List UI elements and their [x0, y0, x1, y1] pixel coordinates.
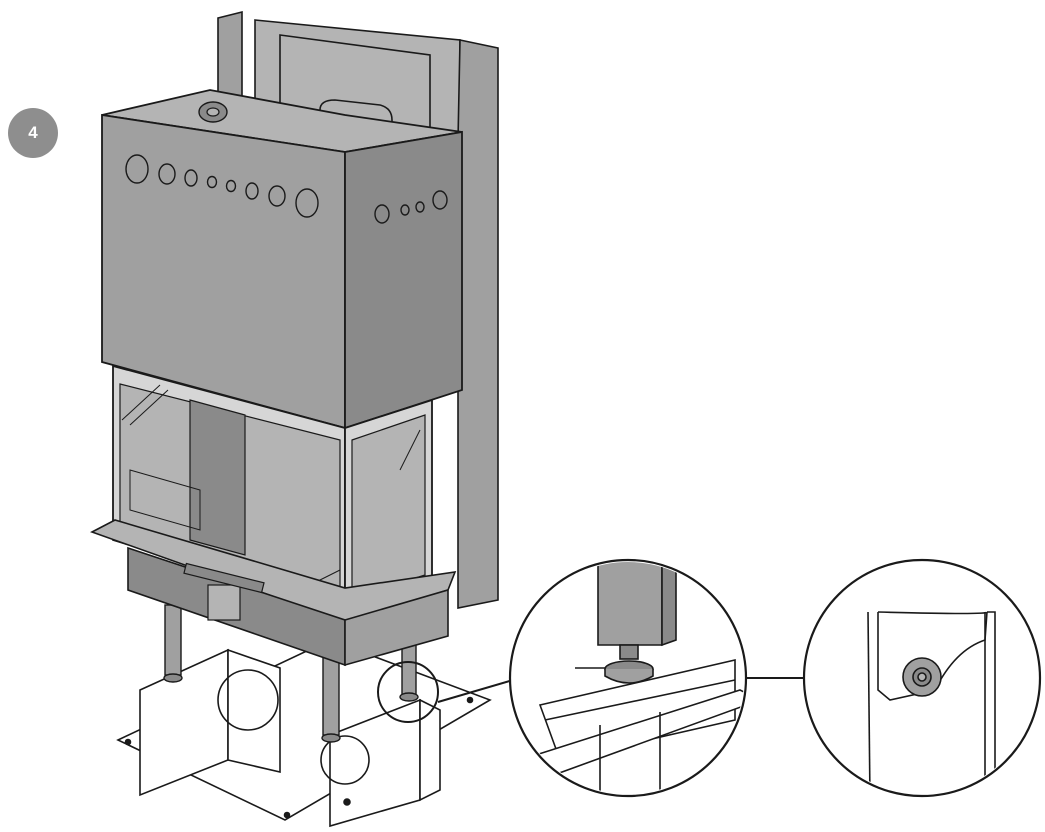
step-number-badge: 4 — [8, 108, 58, 158]
adjustable-foot-detail-view — [508, 558, 748, 798]
detail-callout-circle — [377, 661, 439, 723]
foot-bolt-top-detail-view — [802, 558, 1042, 798]
ash-lip-and-control-area — [90, 519, 457, 667]
base-frame — [116, 639, 492, 828]
convection-casing — [101, 89, 463, 430]
callout-lines — [437, 677, 805, 703]
